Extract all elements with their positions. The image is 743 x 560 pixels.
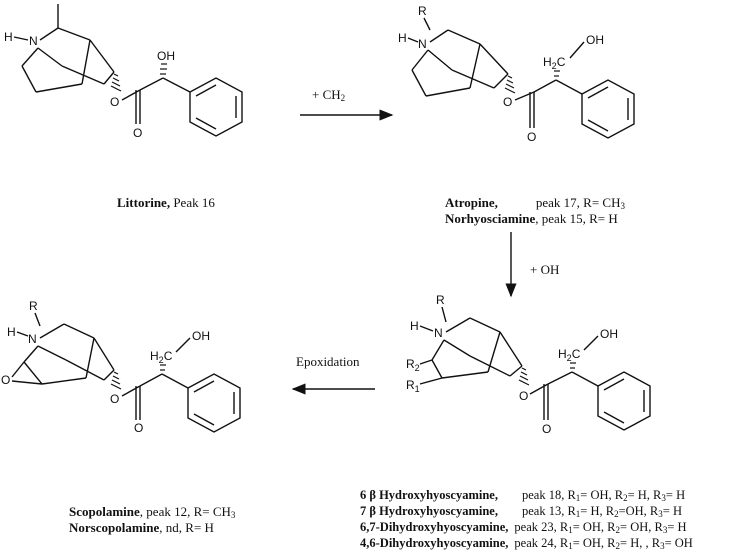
svg-text:H: H [4, 30, 13, 44]
svg-text:O: O [133, 126, 142, 140]
scopolamine-label: Scopolamine, peak 12, R= CH3 [69, 504, 236, 520]
svg-text:N: N [28, 332, 37, 346]
svg-text:N: N [434, 326, 443, 340]
svg-text:R2: R2 [406, 357, 420, 373]
scopolamine-structure: R H N O O O H2C [1, 299, 241, 435]
svg-text:R: R [418, 4, 427, 18]
svg-text:H: H [398, 31, 407, 45]
hydroxy-6b-label: 6 β Hydroxyhyoscyamine,peak 18, R1= OH, … [360, 488, 686, 503]
svg-text:O: O [519, 389, 528, 403]
svg-text:O: O [110, 95, 119, 109]
littorine-structure: H N O O OH [4, 4, 243, 140]
svg-text:OH: OH [192, 329, 210, 343]
dihydroxy-46-label: 4,6-Dihydroxyhyoscyamine,peak 24, R1= OH… [360, 536, 693, 551]
svg-text:R: R [436, 293, 445, 307]
ch2-reagent-label: + CH2 [312, 87, 346, 103]
atropine-structure: R H N O O H2C OH [398, 4, 635, 144]
svg-text:H: H [7, 325, 16, 339]
littorine-label: Littorine, Peak 16 [117, 195, 215, 210]
svg-text:O: O [110, 392, 119, 406]
svg-text:OH: OH [600, 327, 618, 341]
dihydroxy-67-label: 6,7-Dihydroxyhyoscyamine,peak 23, R1= OH… [360, 520, 687, 535]
norscopolamine-label: Norscopolamine, nd, R= H [69, 520, 214, 535]
svg-text:OH: OH [157, 49, 175, 63]
epoxidation-label: Epoxidation [296, 354, 360, 369]
svg-text:H2C: H2C [150, 349, 173, 365]
svg-text:R1: R1 [406, 378, 420, 394]
hydroxyhyoscyamine-structure: R H N R2 R1 O O H2C [406, 293, 651, 436]
svg-text:O: O [527, 130, 536, 144]
oh-reagent-label: + OH [530, 262, 560, 277]
svg-text:R: R [29, 299, 38, 313]
svg-text:H2C: H2C [558, 347, 581, 363]
svg-text:O: O [503, 95, 512, 109]
atropine-label: Atropine,peak 17, R= CH3 [445, 195, 625, 211]
svg-text:OH: OH [586, 33, 604, 47]
svg-text:O: O [1, 373, 10, 387]
svg-text:H: H [410, 319, 419, 333]
svg-text:H2C: H2C [543, 55, 566, 71]
hydroxy-7b-label: 7 β Hydroxyhyoscyamine,peak 13, R1= H, R… [360, 504, 682, 519]
svg-text:O: O [542, 422, 551, 436]
svg-text:O: O [134, 421, 143, 435]
svg-text:N: N [418, 37, 427, 51]
norhyoscyamine-label: Norhyosciamine, peak 15, R= H [445, 211, 618, 226]
svg-text:N: N [29, 34, 38, 48]
